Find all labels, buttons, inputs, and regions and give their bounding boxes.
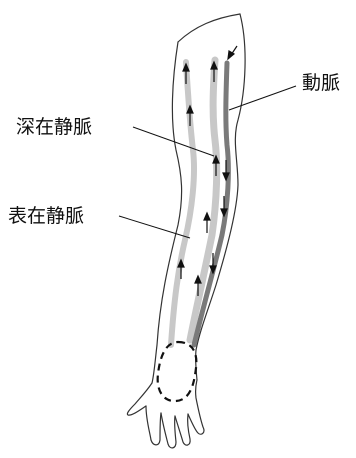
superficial-vein-label: 表在静脈 <box>8 205 84 227</box>
hand-dashed-outline <box>158 342 197 401</box>
thumb-contour <box>146 406 151 440</box>
ring-finger-contour <box>175 414 190 445</box>
arm-right-contour <box>196 14 246 380</box>
artery-leader-line <box>229 86 296 110</box>
palm-contour <box>127 383 152 415</box>
deep-vein-label: 深在静脈 <box>16 116 92 138</box>
index-finger-contour <box>151 413 161 445</box>
shoulder-contour <box>178 14 240 42</box>
arm-left-contour <box>152 42 182 383</box>
superficial-vein-path <box>171 62 194 345</box>
artery-label: 動脈 <box>302 72 340 94</box>
middle-finger-contour <box>161 413 176 448</box>
artery-entry-arrow <box>228 46 237 59</box>
little-finger-contour <box>188 380 204 434</box>
deep-flow-arrow <box>204 213 210 233</box>
